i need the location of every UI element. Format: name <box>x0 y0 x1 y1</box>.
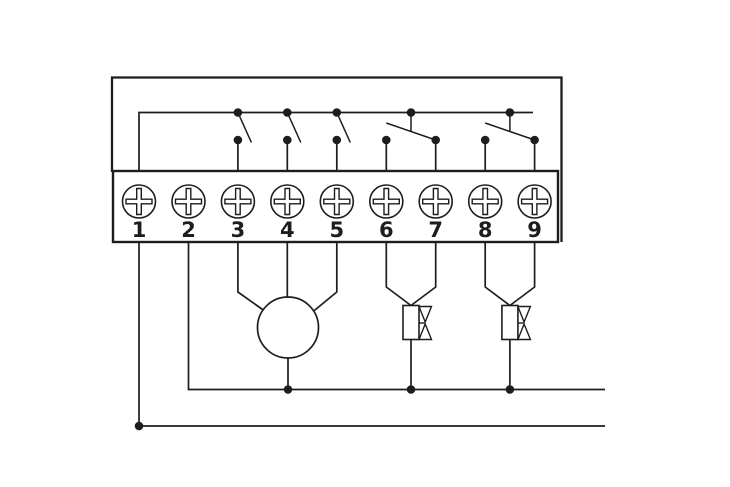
junction-dot <box>283 135 292 145</box>
junction-dot <box>283 385 293 394</box>
terminal-number: 7 <box>428 218 443 242</box>
valve-icon <box>516 322 532 341</box>
terminal-screw-5: 5 <box>319 184 355 242</box>
terminal-screw-9: 9 <box>517 184 552 242</box>
screw-layer: 1 2 3 4 5 6 7 8 9 <box>121 184 552 242</box>
phillips-cross-icon <box>174 187 203 216</box>
junction-dot <box>332 135 342 145</box>
terminal-screw-8: 8 <box>467 184 503 242</box>
switch-terminals-8-9 <box>484 108 535 141</box>
valve-actuator-icon <box>402 304 420 341</box>
phillips-cross-icon <box>372 187 400 216</box>
phillips-cross-icon <box>273 187 301 216</box>
terminal-screw-3: 3 <box>220 184 256 242</box>
junction-dot <box>134 421 144 431</box>
junction-dot <box>480 135 490 145</box>
switch-blade <box>484 122 535 141</box>
terminal-number: 6 <box>379 218 394 242</box>
terminal-number: 3 <box>231 218 246 242</box>
junction-dot <box>406 108 416 117</box>
valve-actuator-icon <box>501 304 519 341</box>
valve-icon <box>417 322 433 341</box>
valve-assembly-8-9 <box>484 242 536 394</box>
switch-terminal-4 <box>283 108 302 143</box>
terminal-screw-1: 1 <box>121 184 157 242</box>
terminal-8-wire <box>484 242 511 307</box>
terminal-screw-2: 2 <box>171 184 206 242</box>
valve-icon <box>417 305 433 324</box>
valve-assembly-6-7 <box>385 242 437 394</box>
switch-blade <box>386 122 436 141</box>
junction-dot <box>505 385 515 394</box>
junction-dot <box>233 108 243 117</box>
phillips-cross-icon <box>520 187 549 216</box>
terminal-number: 4 <box>280 218 295 242</box>
terminal-9-wire <box>509 242 536 307</box>
terminal-3-wire <box>237 242 265 312</box>
terminal-5-wire <box>311 242 338 313</box>
enclosure-outline <box>110 76 563 242</box>
terminal-2-wire <box>187 242 605 391</box>
motor-assembly <box>237 242 338 394</box>
switch-blade <box>336 112 351 143</box>
terminal-number: 9 <box>527 218 542 242</box>
phillips-cross-icon <box>422 187 450 216</box>
terminal-7-wire <box>410 242 437 307</box>
junction-dot <box>505 108 515 117</box>
terminal-number: 5 <box>329 218 344 242</box>
switch-terminals-6-7 <box>386 108 436 141</box>
phillips-cross-icon <box>224 187 252 216</box>
switch-blade <box>286 112 302 143</box>
switch-layer <box>233 108 539 171</box>
terminal-screw-7: 7 <box>418 184 454 242</box>
terminal-screw-6: 6 <box>368 184 404 242</box>
motor-icon <box>256 296 320 359</box>
junction-dot <box>406 385 416 394</box>
phillips-cross-icon <box>471 187 499 216</box>
valve-icon <box>516 305 532 324</box>
junction-dot <box>283 108 292 117</box>
terminal-6-wire <box>385 242 412 307</box>
switch-blade <box>237 112 253 143</box>
junction-dot <box>382 135 391 145</box>
switch-terminal-3 <box>233 108 253 143</box>
switch-terminal-5 <box>332 108 351 143</box>
common-bus-wire <box>138 111 533 171</box>
junction-dot <box>233 135 243 145</box>
terminal-number: 8 <box>478 218 493 242</box>
terminal-number: 1 <box>132 218 147 242</box>
junction-dot <box>332 108 342 117</box>
phillips-cross-icon <box>323 187 351 216</box>
terminal-number: 2 <box>181 218 196 242</box>
terminal-screw-4: 4 <box>269 184 305 242</box>
phillips-cross-icon <box>125 187 153 216</box>
